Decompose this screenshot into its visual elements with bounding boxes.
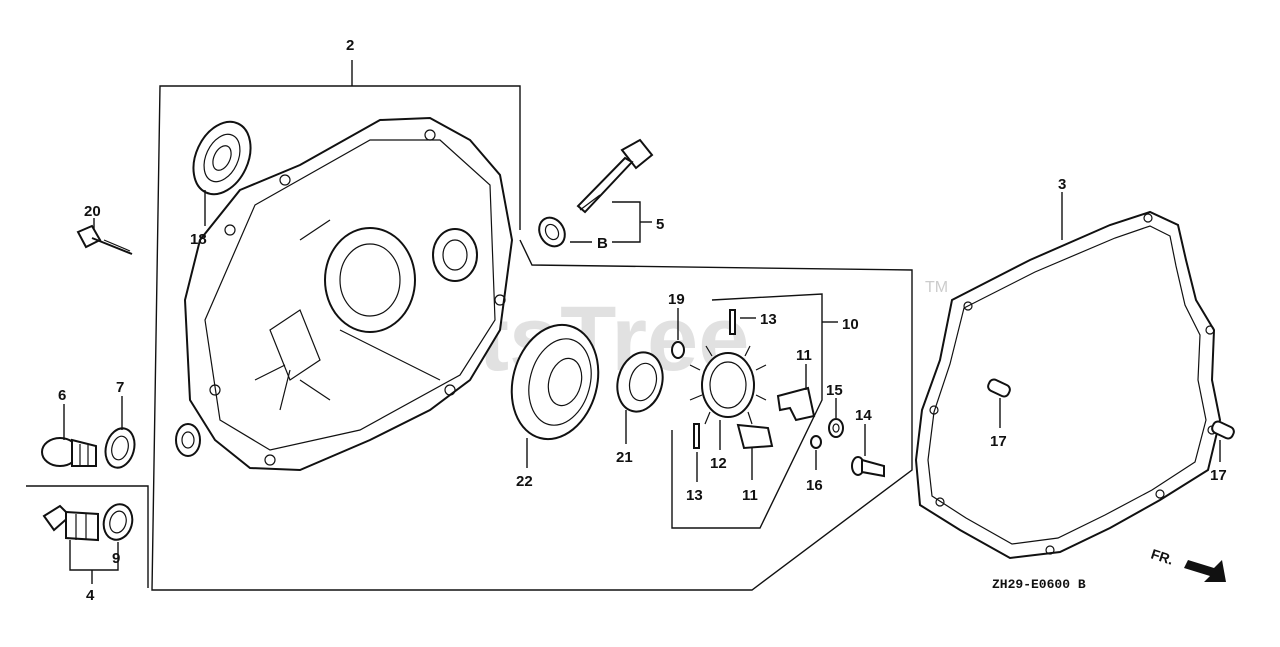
radial-ball-bearing-22[interactable] [499,315,610,449]
diagram-code: ZH29-E0600 B [992,577,1086,592]
o-ring-16[interactable] [810,435,822,449]
callout-11-upper: 11 [796,347,812,364]
callout-12: 12 [710,455,727,472]
group-bracket-4 [26,485,149,588]
flange-bolt-20[interactable] [76,224,133,255]
group-bracket-2 [151,85,913,591]
washer-19[interactable] [671,341,685,359]
callout-17-right: 17 [1210,467,1227,484]
callout-2: 2 [346,37,354,54]
callout-10: 10 [842,316,859,333]
callout-b: B [597,235,608,252]
oil-seal-18[interactable] [182,113,261,204]
flange-bolt-14[interactable] [851,456,885,478]
pin-13-upper[interactable] [729,309,736,335]
callout-16: 16 [806,477,823,494]
washer-15[interactable] [828,418,844,438]
oil-level-gauge-5[interactable] [576,138,654,214]
crankcase-cover[interactable] [175,116,514,472]
callout-21: 21 [616,449,633,466]
pin-13-lower[interactable] [693,423,700,449]
callout-22: 22 [516,473,533,490]
callout-13-lower: 13 [686,487,703,504]
oil-pump-rotor-12[interactable] [689,345,774,450]
front-direction-arrow [1184,560,1226,582]
watermark-tm: TM [925,279,948,296]
callout-20: 20 [84,203,101,220]
callout-19: 19 [668,291,685,308]
callout-3: 3 [1058,176,1066,193]
callout-13-upper: 13 [760,311,777,328]
callout-18: 18 [190,231,207,248]
oil-pump-cover-11[interactable] [776,386,816,422]
o-ring-b[interactable] [534,213,570,251]
callout-15: 15 [826,382,843,399]
drain-plug-4[interactable] [42,504,99,542]
dowel-pin-17-b[interactable] [1210,420,1235,440]
washer-7[interactable] [101,425,138,471]
callout-5: 5 [656,216,664,233]
bracket-4 [69,540,119,571]
callout-11-lower: 11 [742,487,758,504]
group-bracket-10 [671,293,823,529]
callout-17-left: 17 [990,433,1007,450]
case-cover-gasket-3[interactable] [914,210,1222,560]
callout-4: 4 [86,587,95,604]
bracket-5 [612,201,641,243]
dowel-pin-17-a[interactable] [986,378,1011,398]
washer-9[interactable] [100,501,136,543]
callout-6: 6 [58,387,66,404]
callout-14: 14 [855,407,872,424]
callout-9: 9 [112,550,120,567]
radial-ball-bearing-21[interactable] [611,347,669,416]
front-label: FR. [1149,546,1175,568]
drain-plug-6[interactable] [41,437,97,467]
callout-7: 7 [116,379,124,396]
